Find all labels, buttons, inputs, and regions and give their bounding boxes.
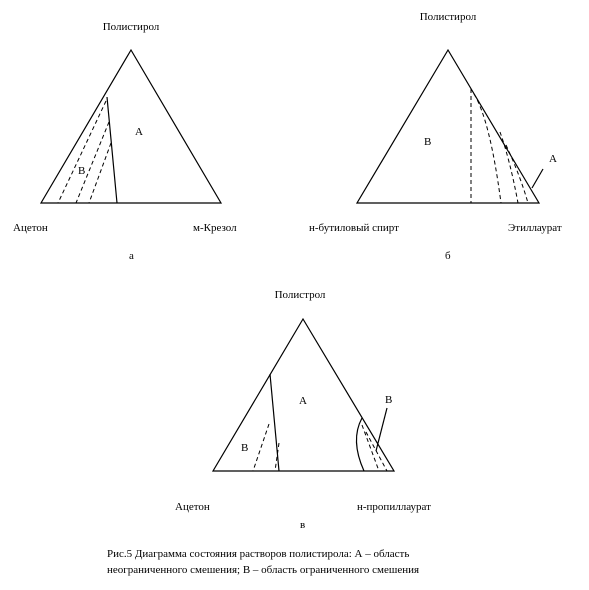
caption-line-2: неограниченного смешения; В – область ог… xyxy=(107,564,420,576)
diagram-c-dash-2 xyxy=(274,442,280,472)
diagram-c-pointer xyxy=(375,407,388,452)
diagram-b: Полистирол н-бутиловый спирт Этиллаурат … xyxy=(309,11,562,262)
diagram-a-triangle xyxy=(39,48,223,204)
diagram-b-dash-2 xyxy=(499,131,519,204)
diagram-a-letter: а xyxy=(129,250,134,262)
diagram-b-region-b: В xyxy=(424,136,431,148)
diagram-c-dash-4 xyxy=(365,431,388,472)
diagram-c-right-label: н-пропиллаурат xyxy=(357,501,431,513)
diagram-b-left-label: н-бутиловый спирт xyxy=(309,222,399,234)
diagram-c-boundary xyxy=(269,373,280,472)
diagram-a-region-b: В xyxy=(78,165,85,177)
diagram-a-dash-2 xyxy=(75,121,110,204)
diagram-b-region-a: А xyxy=(549,153,557,165)
diagram-c-left-label: Ацетон xyxy=(175,501,210,513)
diagram-c-region-b: В xyxy=(241,442,248,454)
diagram-a-dash-1 xyxy=(57,100,107,204)
figure-caption: Рис.5 Диаграмма состояния растворов поли… xyxy=(107,546,527,578)
diagram-c-dash-3 xyxy=(361,424,380,472)
caption-line-1: Рис.5 Диаграмма состояния растворов поли… xyxy=(107,548,410,560)
diagram-c-letter: в xyxy=(300,519,305,531)
diagram-c-dash-1 xyxy=(252,423,270,472)
diagram-a-region-a: А xyxy=(135,126,143,138)
diagram-a-top-label: Полистирол xyxy=(103,21,160,33)
diagram-a-right-label: м-Крезол xyxy=(193,222,237,234)
diagram-a-left-label: Ацетон xyxy=(13,222,48,234)
diagram-b-dash-3 xyxy=(505,144,529,204)
diagram-b-right-label: Этиллаурат xyxy=(508,222,562,234)
diagram-a-dash-3 xyxy=(88,142,112,204)
diagram-a: Полистирол Ацетон м-Крезол А В а xyxy=(13,21,237,262)
diagram-c-region-b2: В xyxy=(385,394,392,406)
diagram-a-boundary xyxy=(106,96,118,204)
diagram-c: Полистрол Ацетон н-пропиллаурат А В В в xyxy=(175,289,431,531)
diagram-b-pointer xyxy=(531,168,544,189)
diagram-c-triangle xyxy=(211,317,396,472)
diagram-b-top-label: Полистирол xyxy=(420,11,477,23)
diagram-c-top-label: Полистрол xyxy=(275,289,326,301)
diagram-b-dash-1 xyxy=(473,93,502,204)
diagram-b-letter: б xyxy=(445,250,451,262)
diagram-b-triangle xyxy=(355,48,541,204)
diagram-c-curve xyxy=(355,417,365,472)
diagram-c-region-a: А xyxy=(299,395,307,407)
